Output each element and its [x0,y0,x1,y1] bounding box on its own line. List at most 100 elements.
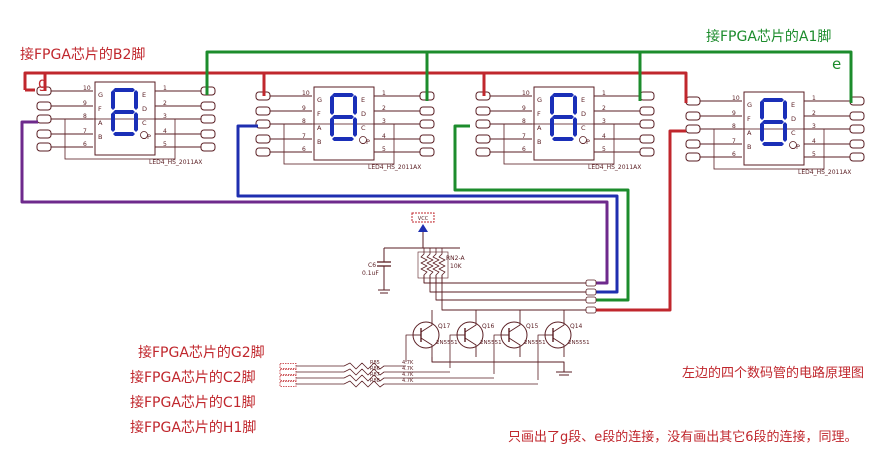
label-c1: 接FPGA芯片的C1脚 [130,395,256,411]
connector-pad [585,288,597,296]
right-pin-pad [200,101,216,111]
digit-body [94,81,156,156]
segment-e [111,112,115,132]
transistor-emitter [420,337,433,357]
left-pin-number: 7 [522,133,526,140]
label-e: e [832,55,842,73]
left-pin-number: 8 [522,118,526,125]
segment-a [113,88,135,92]
emitter-ground-bus [431,357,565,372]
segment-g [552,115,574,119]
segment-letter-left: G [537,96,542,104]
digit-4: 10192837465GFABEDCDPLED4_HS_2011AX [685,91,865,176]
digit-part-label: LED4_HS_2011AX [798,169,851,176]
segment-letter-right: D [142,105,147,113]
segment-letter-left: B [537,138,541,146]
right-pin-pad [419,106,435,116]
transistor-type: 2N5551 [568,340,590,346]
right-pin-pad [639,134,655,144]
vcc-label: VCC [418,216,429,222]
digit-body [313,86,375,161]
right-pin-number: 1 [602,90,606,97]
segment-letter-left: F [317,110,321,118]
left-pin-number: 7 [302,133,306,140]
transistor-ref: Q17 [438,323,451,330]
right-pin-pad [639,106,655,116]
segment-dp [579,136,587,144]
right-pin-pad [419,147,435,157]
left-pin-pad [255,147,271,157]
transistor-emitter [508,337,521,357]
left-pin-number: 9 [522,105,526,112]
digit-part-label: LED4_HS_2011AX [368,164,421,171]
right-pin-pad [849,124,865,134]
segment-e [550,117,554,137]
digit-part-label: LED4_HS_2011AX [149,159,202,166]
right-pin-number: 2 [163,100,167,107]
left-pin-pad [475,119,491,129]
segment-letter-right: C [142,119,147,127]
resistor-value: 4.7K [402,360,414,366]
digit-2: 10192837465GFABEDCDPLED4_HS_2011AX [255,86,435,171]
input-port [279,363,297,369]
rn-ref: RN2-A [446,255,466,262]
right-pin-pad [639,147,655,157]
left-pin-pad [255,106,271,116]
segment-letter-right: C [361,124,366,132]
g-bus-wire [23,71,688,103]
right-pin-number: 4 [382,133,386,140]
segment-f [111,90,115,110]
input-port [279,375,297,381]
left-pin-number: 8 [302,118,306,125]
seven-segment-displays: 10192837465GFABEDCDPLED4_HS_2011AX101928… [36,81,865,176]
left-pin-pad [255,119,271,129]
signal-wires [20,50,853,312]
segment-g [332,115,354,119]
left-pin-number: 9 [732,110,736,117]
transistor-type: 2N5551 [436,340,458,346]
digit-1: 10192837465GFABEDCDPLED4_HS_2011AX [36,81,216,166]
label-a1: 接FPGA芯片的A1脚 [706,29,832,45]
left-pin-pad [36,114,52,124]
right-pin-pad [849,111,865,121]
left-pin-number: 9 [83,100,87,107]
segment-letter-right: E [142,91,146,99]
base-drive-line [405,334,413,362]
right-pin-pad [849,139,865,149]
segment-b [353,95,357,115]
segment-letter-left: B [317,138,321,146]
segment-c [573,117,577,137]
transistor-ref: Q14 [570,323,583,330]
right-pin-number: 1 [812,95,816,102]
segment-c [353,117,357,137]
right-pin-pad [200,129,216,139]
right-pin-pad [419,119,435,129]
segment-e [330,117,334,137]
transistor-type: 2N5551 [480,340,502,346]
digit-body [743,91,805,166]
left-pin-number: 6 [522,146,526,153]
rn-value: 10K [450,263,463,270]
left-pin-pad [685,139,701,149]
label-g2: 接FPGA芯片的G2脚 [138,345,265,361]
left-pin-pad [685,96,701,106]
right-pin-pad [639,119,655,129]
left-pin-pad [255,134,271,144]
right-pin-number: 5 [163,141,167,148]
digit2-common-wire [236,124,619,294]
segment-dp [359,136,367,144]
digit4-common-wire [596,129,686,312]
base-resistor-line [296,380,538,388]
resistor-value: 4.7K [402,372,414,378]
input-port [279,369,297,375]
segment-b [783,100,787,120]
segment-letter-right: D [361,110,366,118]
left-pin-number: 8 [83,113,87,120]
input-port [279,381,297,387]
segment-g [113,110,135,114]
digit-part-label: LED4_HS_2011AX [588,164,641,171]
segment-letter-left: F [537,110,541,118]
segment-c [134,112,138,132]
transistor-collector [464,313,477,333]
